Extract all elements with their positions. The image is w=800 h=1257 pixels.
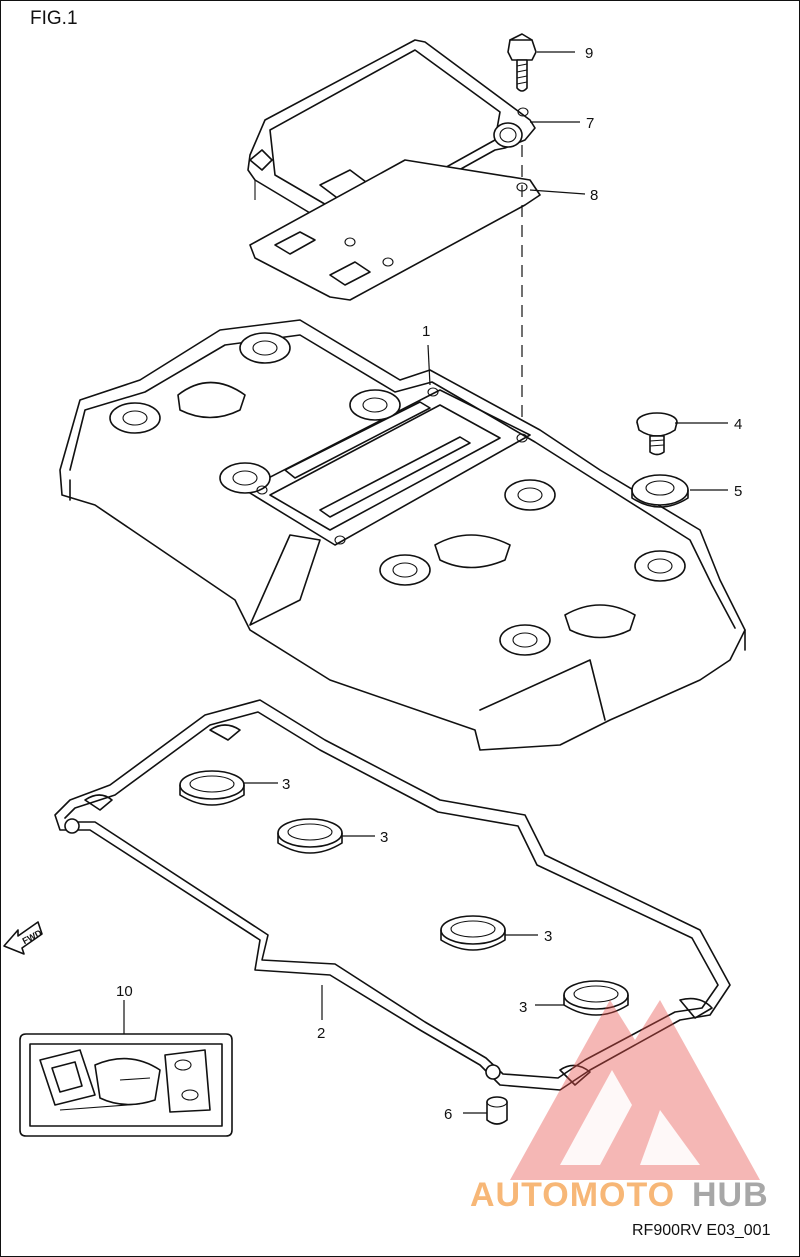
callout-9: 9 [585,45,593,62]
callout-5: 5 [734,483,742,500]
part-1-head-cover [59,319,746,751]
leader-lines [123,51,728,1114]
part-3-seals [179,770,629,1016]
callout-4: 4 [734,416,742,433]
part-5-washer [631,474,689,508]
part-6-dowel [486,1096,508,1125]
part-2-gasket [54,699,731,1091]
part-9-bolt [507,33,537,92]
callout-8: 8 [590,187,598,204]
part-10-gasket-set [19,1033,233,1137]
callout-1: 1 [422,323,430,340]
spark-plug-wells [109,332,686,656]
callout-7: 7 [586,115,594,132]
callout-3-c: 3 [544,928,552,945]
drawing-code: RF900RV E03_001 [632,1222,771,1239]
watermark-text-auto-moto: AUTOMOTO [470,1176,675,1214]
part-4-plug [636,412,678,456]
callout-3-a: 3 [282,776,290,793]
callout-3-d: 3 [519,999,527,1016]
callout-3-b: 3 [380,829,388,846]
watermark-logo: AUTOMOTO HUB [470,1000,769,1214]
callout-2: 2 [317,1025,325,1042]
fwd-arrow: FWD [3,921,44,955]
cam-bosses [177,381,636,639]
callout-6: 6 [444,1106,452,1123]
callout-10: 10 [116,983,133,1000]
part-8-gasket [249,159,541,301]
figure-title: FIG.1 [30,8,78,29]
watermark-text-hub: HUB [692,1176,769,1214]
